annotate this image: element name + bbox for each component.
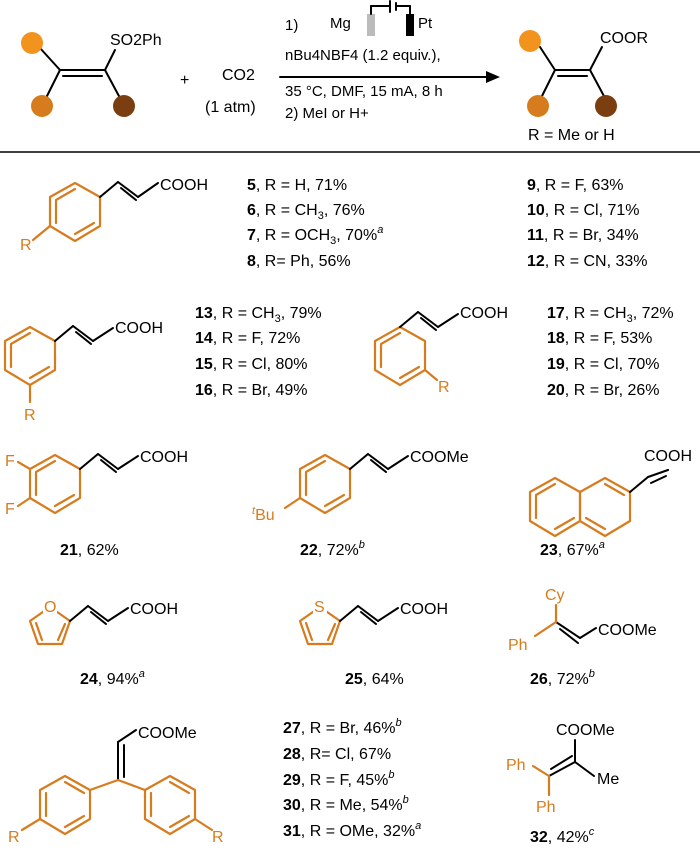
reaction-conditions: 1) Mg Pt nBu4NBF4 (1.2 equiv.), 35 °C, D… xyxy=(279,0,500,122)
entry-15: 15, R = Cl, 80% xyxy=(195,356,308,373)
co2-label: CO2 xyxy=(222,67,255,84)
substituent-dot xyxy=(527,95,549,117)
structure-24-furyl: O COOH xyxy=(28,598,178,646)
fluoro-label: F xyxy=(5,501,15,518)
entry-31: 31, R = OMe, 32%a xyxy=(283,820,421,840)
entries-5-8: 5, R = H, 71% 6, R = CH3, 76% 7, R = OCH… xyxy=(247,177,383,270)
entry-18: 18, R = F, 53% xyxy=(547,330,652,347)
entry-24: 24, 94%a xyxy=(80,668,145,688)
substituent-dot xyxy=(595,95,617,117)
mg-electrode xyxy=(367,14,375,36)
entries-13-16: 13, R = CH3, 79% 14, R = F, 72% 15, R = … xyxy=(195,305,322,399)
coome-label: COOMe xyxy=(138,725,197,742)
r-label: R xyxy=(438,379,450,396)
phenyl-label: Ph xyxy=(536,799,556,816)
co2-pressure: (1 atm) xyxy=(205,99,256,116)
structure-para-cinnamic: COOH R xyxy=(20,177,208,254)
step1-number: 1) xyxy=(285,17,298,34)
r-label: R xyxy=(24,407,36,424)
r-definition: R = Me or H xyxy=(528,127,615,144)
r-label: R xyxy=(8,829,20,846)
structure-diaryl-acrylate: COOMe R R xyxy=(8,725,224,846)
entry-30: 30, R = Me, 54%b xyxy=(283,794,409,814)
cooh-label: COOH xyxy=(140,449,188,466)
step2: 2) MeI or H+ xyxy=(285,105,369,122)
entry-25: 25, 64% xyxy=(345,671,404,688)
entry-10: 10, R = Cl, 71% xyxy=(527,202,640,219)
ester-label: COOR xyxy=(600,30,648,47)
structure-23-naphthyl: COOH xyxy=(528,448,692,538)
entry-28: 28, R= Cl, 67% xyxy=(283,746,391,763)
entry-5: 5, R = H, 71% xyxy=(247,177,347,194)
cooh-label: COOH xyxy=(130,601,178,618)
structure-meta-cinnamic: COOH R xyxy=(3,320,163,424)
sulfur-label: S xyxy=(314,599,325,616)
cooh-label: COOH xyxy=(644,448,692,465)
oxygen-label: O xyxy=(44,599,56,616)
entry-11: 11, R = Br, 34% xyxy=(527,227,639,244)
entry-13: 13, R = CH3, 79% xyxy=(195,305,322,325)
entry-23: 23, 67%a xyxy=(540,539,605,559)
fluoro-label: F xyxy=(5,453,15,470)
coome-label: COOMe xyxy=(556,722,615,739)
entry-22: 22, 72%b xyxy=(300,539,365,559)
substituent-dot xyxy=(519,30,541,52)
methyl-label: Me xyxy=(597,771,619,788)
structure-26: Cy Ph COOMe xyxy=(508,587,657,654)
sulfonyl-label: SO2Ph xyxy=(110,32,162,49)
arrow-head xyxy=(486,71,500,83)
phenyl-label: Ph xyxy=(508,637,528,654)
cooh-label: COOH xyxy=(460,305,508,322)
tbu-label: tBu xyxy=(252,505,275,524)
substituent-dot xyxy=(31,95,53,117)
entry-32: 32, 42%c xyxy=(530,826,595,846)
mg-electrode-label: Mg xyxy=(330,15,351,32)
structure-32: COOMe Me Ph Ph xyxy=(506,722,619,816)
pt-electrode-label: Pt xyxy=(418,15,433,32)
entry-20: 20, R = Br, 26% xyxy=(547,382,660,399)
entry-12: 12, R = CN, 33% xyxy=(527,253,648,270)
r-label: R xyxy=(20,237,32,254)
plus-sign: + xyxy=(180,72,189,89)
product-general: COOR R = Me or H xyxy=(519,30,648,144)
entry-16: 16, R = Br, 49% xyxy=(195,382,308,399)
entry-17: 17, R = CH3, 72% xyxy=(547,305,674,325)
coome-label: COOMe xyxy=(598,622,657,639)
entries-27-31: 27, R = Br, 46%b 28, R= Cl, 67% 29, R = … xyxy=(283,717,421,840)
structure-25-thienyl: S COOH xyxy=(298,598,448,646)
phenyl-label: Ph xyxy=(506,757,526,774)
structure-21: COOH F F xyxy=(5,449,188,518)
temperature-conditions: 35 °C, DMF, 15 mA, 8 h xyxy=(285,83,443,100)
cooh-label: COOH xyxy=(160,177,208,194)
coome-label: COOMe xyxy=(410,449,469,466)
entry-9: 9, R = F, 63% xyxy=(527,177,624,194)
substituent-dot xyxy=(21,32,43,54)
entries-17-20: 17, R = CH3, 72% 18, R = F, 53% 19, R = … xyxy=(547,305,674,399)
entries-9-12: 9, R = F, 63% 10, R = Cl, 71% 11, R = Br… xyxy=(527,177,648,270)
entry-14: 14, R = F, 72% xyxy=(195,330,300,347)
entry-27: 27, R = Br, 46%b xyxy=(283,717,402,737)
entry-7: 7, R = OCH3, 70%a xyxy=(247,224,383,247)
entry-6: 6, R = CH3, 76% xyxy=(247,202,365,222)
structure-ortho-cinnamic: COOH R xyxy=(373,305,508,396)
structure-22: COOMe tBu xyxy=(252,449,469,524)
cyclohexyl-label: Cy xyxy=(545,587,565,604)
entry-21: 21, 62% xyxy=(60,542,119,559)
entry-29: 29, R = F, 45%b xyxy=(283,769,395,789)
entry-8: 8, R= Ph, 56% xyxy=(247,253,351,270)
r-label: R xyxy=(212,829,224,846)
entry-19: 19, R = Cl, 70% xyxy=(547,356,660,373)
substituent-dot xyxy=(113,95,135,117)
cooh-label: COOH xyxy=(400,601,448,618)
cooh-label: COOH xyxy=(115,320,163,337)
pt-electrode xyxy=(406,14,414,36)
electrolyte: nBu4NBF4 (1.2 equiv.), xyxy=(285,47,441,64)
starting-material: SO2Ph xyxy=(21,32,162,117)
entry-26: 26, 72%b xyxy=(530,668,595,688)
